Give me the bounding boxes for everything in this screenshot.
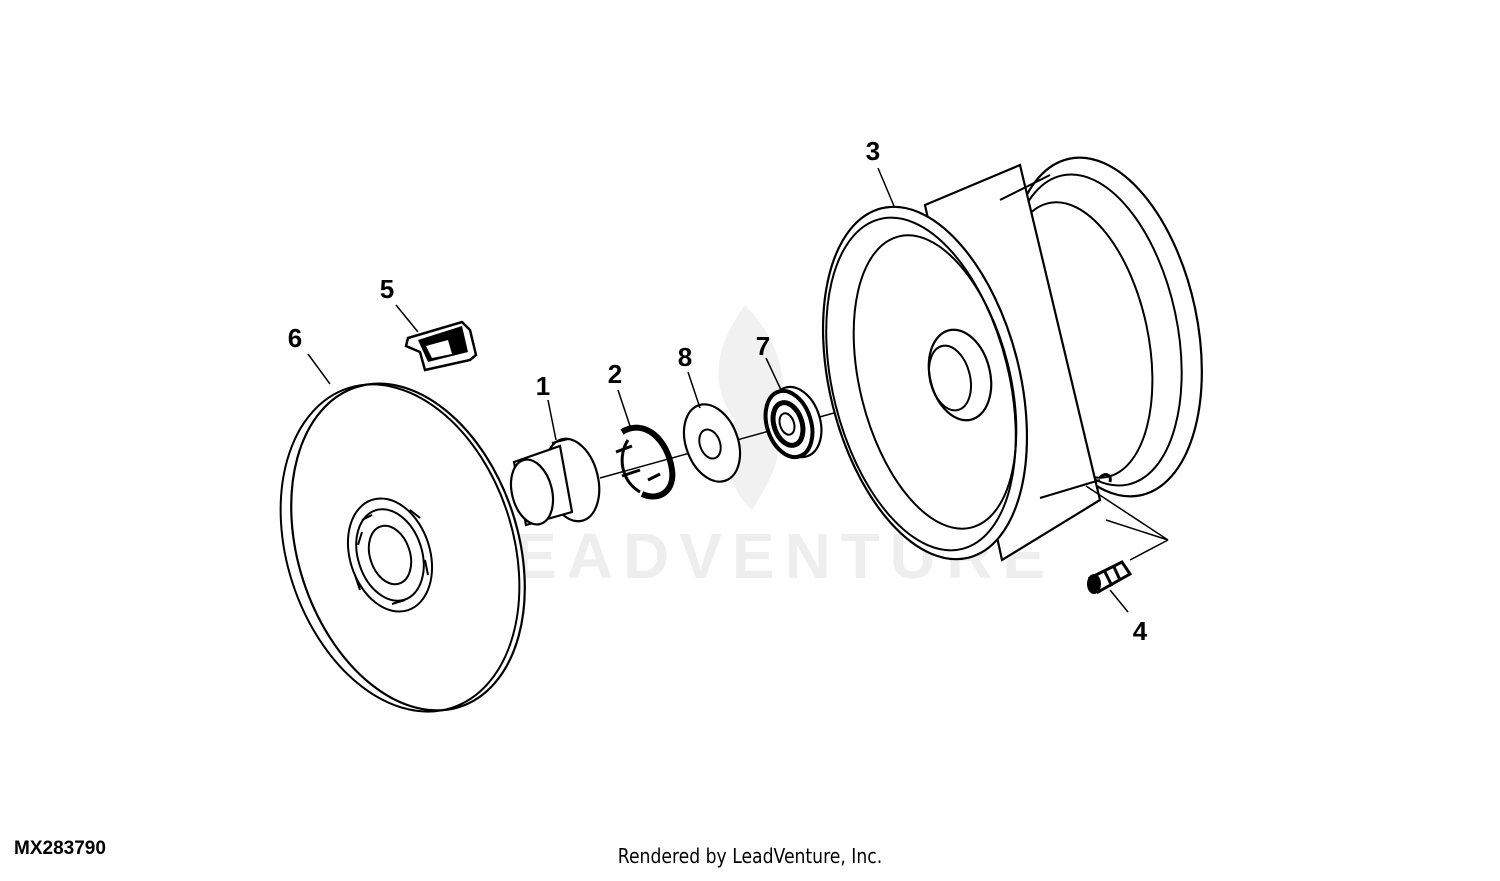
callout-4[interactable]: 4 [1133, 616, 1148, 646]
callouts: 1 2 3 4 5 6 7 8 [288, 136, 1148, 646]
washer-part-8[interactable] [674, 397, 750, 490]
retaining-clip-part-2[interactable] [615, 424, 676, 500]
wheel-cover-part-6[interactable] [241, 353, 565, 742]
callout-3[interactable]: 3 [866, 136, 880, 166]
credit-text: Rendered by LeadVenture, Inc. [617, 844, 883, 868]
clip-nut-part-5[interactable] [404, 320, 478, 372]
callout-2[interactable]: 2 [608, 359, 622, 389]
hub-cap-part-1[interactable] [505, 433, 608, 529]
callout-8[interactable]: 8 [678, 342, 692, 372]
callout-1[interactable]: 1 [536, 371, 550, 401]
wheel-rim-part-3[interactable] [789, 140, 1230, 581]
bearing-part-7[interactable] [758, 380, 830, 463]
callout-5[interactable]: 5 [380, 274, 394, 304]
valve-stem-part-4[interactable] [1087, 560, 1133, 595]
callout-6[interactable]: 6 [288, 323, 302, 353]
leader-lines [307, 167, 1169, 613]
diagram-id-label: MX283790 [14, 838, 106, 859]
callout-7[interactable]: 7 [756, 331, 770, 361]
